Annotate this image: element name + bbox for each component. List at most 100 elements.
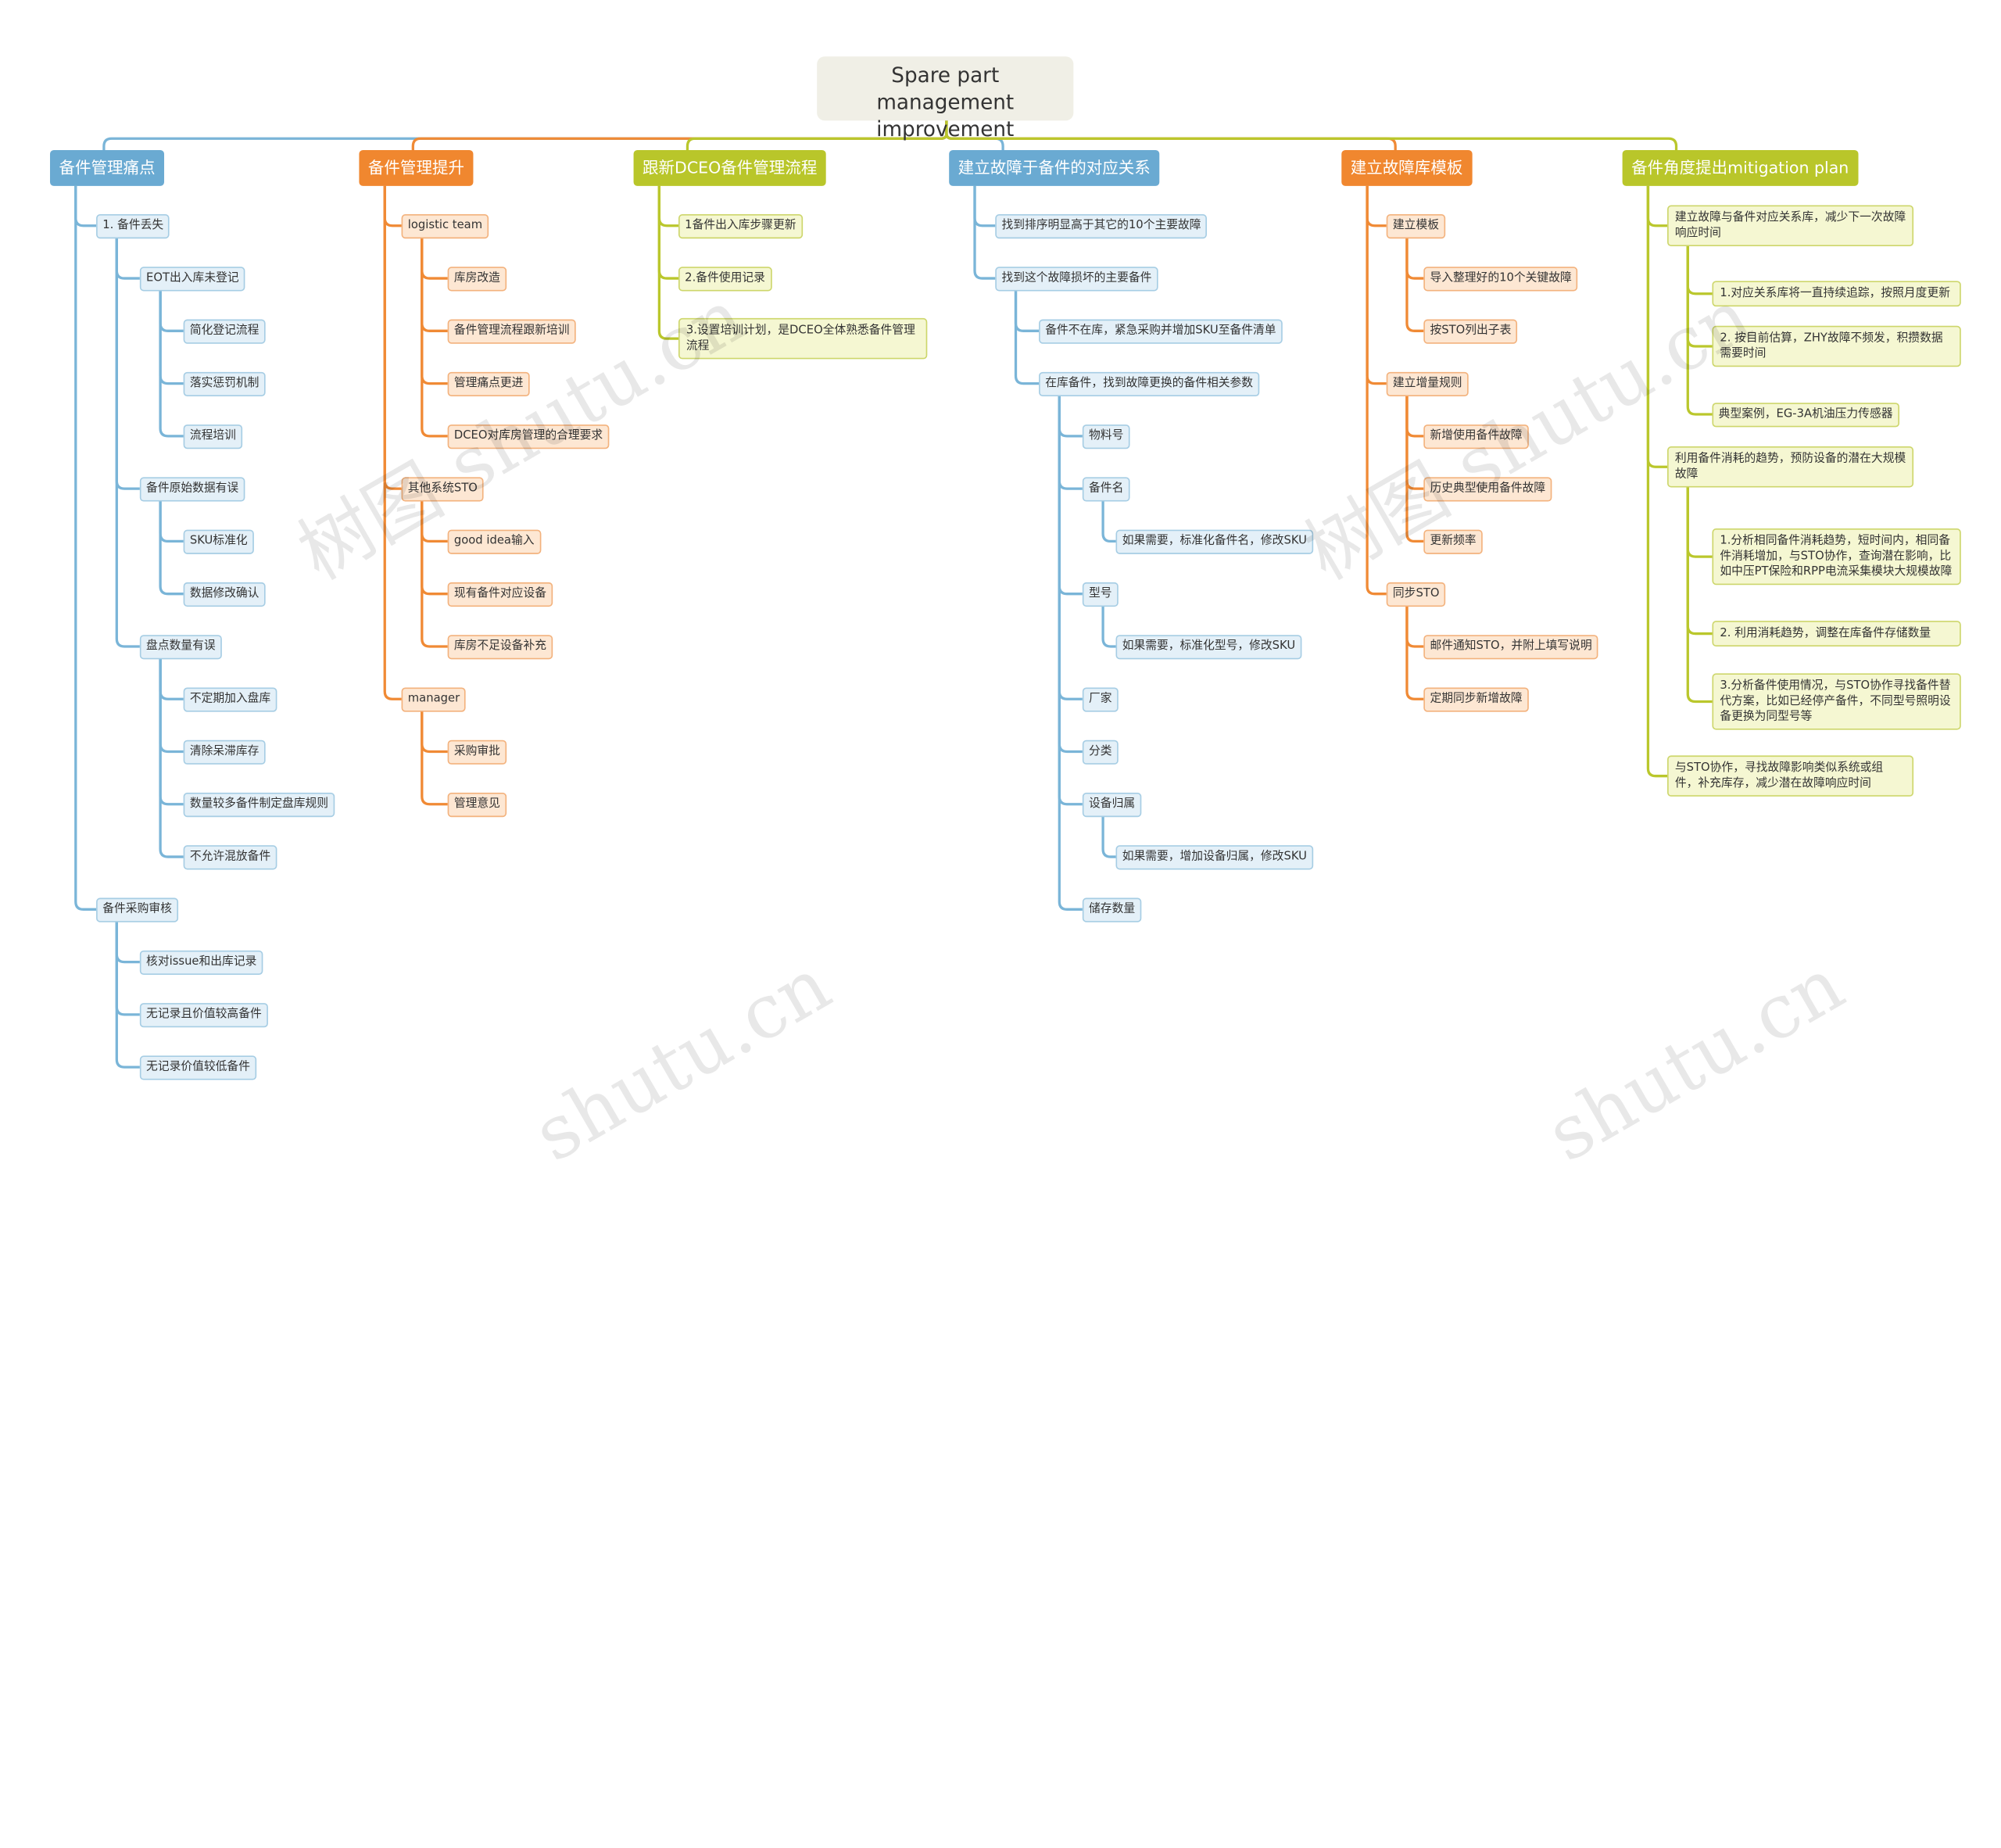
topic-node[interactable]: 1备件出入库步骤更新 [678,213,803,238]
connector-line [421,711,448,806]
topic-node[interactable]: 无记录且价值较高备件 [139,1002,268,1027]
topic-node[interactable]: 邮件通知STO，并附上填写说明 [1423,634,1598,659]
topic-node[interactable]: 备件不在库，紧急采购并增加SKU至备件清单 [1039,318,1283,343]
topic-node[interactable]: 清除呆滞库存 [183,739,266,765]
connector-line [1405,238,1424,332]
topic-node[interactable]: 如果需要，标准化备件名，修改SKU [1115,528,1314,554]
topic-node[interactable]: 库房改造 [447,266,507,291]
branch-topic[interactable]: 跟新DCEO备件管理流程 [633,149,826,186]
topic-node[interactable]: 与STO协作，寻找故障影响类似系统或组件，补充库存，减少潜在故障响应时间 [1667,755,1914,797]
topic-node[interactable]: 2. 按目前估算，ZHY故障不频发，积攒数据需要时间 [1712,325,1961,367]
branch-topic[interactable]: 备件管理提升 [359,149,474,186]
connector-line [1014,290,1040,385]
branch-topic[interactable]: 建立故障库模板 [1341,149,1472,186]
connector-line [1101,816,1116,858]
topic-node[interactable]: 分类 [1082,739,1119,765]
topic-node[interactable]: 型号 [1082,582,1119,607]
topic-node[interactable]: 数量较多备件制定盘库规则 [183,792,335,817]
topic-node[interactable]: 备件名 [1082,476,1130,501]
topic-node[interactable]: 1.分析相同备件消耗趋势，短时间内，相同备件消耗增加，与STO协作，查询潜在影响… [1712,528,1961,586]
connector-line [973,185,996,280]
connector-line [1366,185,1387,596]
topic-node[interactable]: 在库备件，找到故障更换的备件相关参数 [1039,371,1260,396]
branch-topic[interactable]: 备件管理痛点 [49,149,165,186]
topic-node[interactable]: 按STO列出子表 [1423,318,1518,343]
topic-node[interactable]: 流程培训 [183,424,243,449]
topic-node[interactable]: logistic team [401,213,489,238]
branch-topic[interactable]: 备件角度提出mitigation plan [1622,149,1858,186]
watermark-layer: 树图 shutu.cn 树图 shutu.cn shutu.cn shutu.c… [284,272,1857,1178]
connector-line [1405,606,1424,700]
connector-line [159,658,184,858]
connector-line [945,120,1678,150]
connector-line [383,185,402,700]
watermark-text: shutu.cn [1532,940,1858,1179]
central-topic[interactable]: Spare part management improvement [817,56,1074,141]
topic-node[interactable]: 3.分析备件使用情况，与STO协作寻找备件替代方案，比如已经停产备件，不同型号照… [1712,673,1961,730]
topic-node[interactable]: 如果需要，标准化型号，修改SKU [1115,634,1302,659]
topic-node[interactable]: 设备归属 [1082,792,1142,817]
topic-node[interactable]: 定期同步新增故障 [1423,686,1529,711]
connector-lines [74,120,1713,1069]
topic-node[interactable]: 新增使用备件故障 [1423,424,1529,449]
topic-node[interactable]: EOT出入库未登记 [139,266,245,291]
topic-node[interactable]: 典型案例，EG-3A机油压力传感器 [1712,402,1899,427]
topic-node[interactable]: 采购审批 [447,739,507,765]
topic-node[interactable]: good idea输入 [447,528,541,554]
topic-node[interactable]: 核对issue和出库记录 [139,950,263,975]
topic-node[interactable]: 管理痛点更进 [447,371,530,396]
topic-node[interactable]: 历史典型使用备件故障 [1423,476,1552,501]
topic-node[interactable]: 找到排序明显高于其它的10个主要故障 [995,213,1208,238]
topic-node[interactable]: 1.对应关系库将一直持续追踪，按照月度更新 [1712,281,1961,307]
topic-node[interactable]: 3.设置培训计划，是DCEO全体熟悉备件管理流程 [678,317,928,360]
topic-node[interactable]: SKU标准化 [183,528,254,554]
topic-node[interactable]: 导入整理好的10个关键故障 [1423,266,1578,291]
topic-node[interactable]: 简化登记流程 [183,318,266,343]
topic-node[interactable]: DCEO对库房管理的合理要求 [447,424,610,449]
connector-line [1058,396,1083,911]
connector-line [159,500,184,596]
watermark-text: 树图 shutu.cn [1290,272,1766,597]
topic-node[interactable]: 找到这个故障损坏的主要备件 [995,266,1158,291]
topic-node[interactable]: 厂家 [1082,686,1119,711]
topic-node[interactable]: 备件原始数据有误 [139,476,245,501]
topic-node[interactable]: 更新频率 [1423,528,1483,554]
topic-node[interactable]: 如果需要，增加设备归属，修改SKU [1115,844,1314,869]
topic-node[interactable]: 物料号 [1082,424,1130,449]
topic-node[interactable]: 2.备件使用记录 [678,266,772,291]
topic-node[interactable]: 利用备件消耗的趋势，预防设备的潜在大规模故障 [1667,446,1914,488]
topic-node[interactable]: 管理意见 [447,792,507,817]
connector-line [1101,500,1116,543]
watermark-text: shutu.cn [519,940,845,1179]
connector-line [159,290,184,438]
topic-node[interactable]: 备件管理流程跟新培训 [447,318,576,343]
branch-topic[interactable]: 建立故障于备件的对应关系 [949,149,1160,186]
connector-line [1686,246,1713,416]
topic-node[interactable]: 不允许混放备件 [183,844,277,869]
connector-line [74,185,97,911]
connector-line [1686,487,1713,704]
topic-node[interactable]: 无记录价值较低备件 [139,1055,257,1080]
connector-line [115,238,140,648]
topic-node[interactable]: 库房不足设备补充 [447,634,553,659]
topic-node[interactable]: 数据修改确认 [183,582,266,607]
topic-node[interactable]: 落实惩罚机制 [183,371,266,396]
topic-node[interactable]: 不定期加入盘库 [183,686,277,711]
topic-node[interactable]: 盘点数量有误 [139,634,222,659]
connector-line [421,500,448,648]
topic-node[interactable]: 储存数量 [1082,897,1142,922]
topic-node[interactable]: 2. 利用消耗趋势，调整在库备件存储数量 [1712,621,1961,646]
topic-node[interactable]: 1. 备件丢失 [96,213,170,238]
topic-node[interactable]: 现有备件对应设备 [447,582,553,607]
connector-line [657,185,678,340]
topic-node[interactable]: manager [401,686,467,711]
node-layer: Spare part management improvement 备件管理痛点 1… [49,56,1961,1080]
topic-node[interactable]: 建立增量规则 [1386,371,1469,396]
topic-node[interactable]: 建立故障与备件对应关系库，减少下一次故障响应时间 [1667,205,1914,247]
topic-node[interactable]: 备件采购审核 [96,897,179,922]
topic-node[interactable]: 其他系统STO [401,476,485,501]
topic-node[interactable]: 建立模板 [1386,213,1446,238]
topic-node[interactable]: 同步STO [1386,582,1446,607]
connector-line [115,921,140,1069]
